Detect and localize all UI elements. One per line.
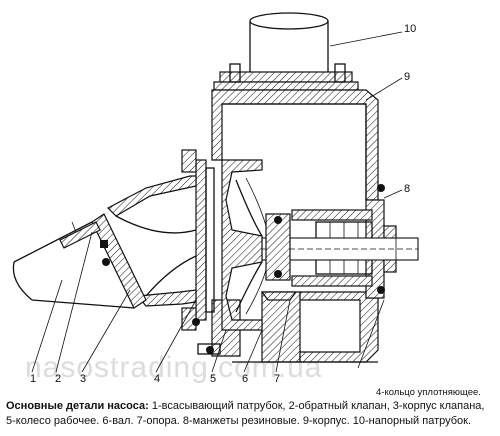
callout-5: 5 (210, 373, 216, 385)
caption-title-bold: Основные детали насоса: (6, 400, 149, 412)
callout-10: 10 (404, 23, 416, 35)
callout-7: 7 (274, 373, 280, 385)
callout-6: 6 (242, 373, 248, 385)
base-bolts (192, 318, 221, 355)
caption-title: Основные детали насоса: 1-всасывающий па… (6, 400, 484, 412)
callout-4: 4 (154, 373, 160, 385)
support (260, 213, 298, 301)
impeller (221, 159, 267, 331)
sealing-ring (181, 149, 215, 331)
valve-housing (106, 175, 197, 307)
seal-note: 4-кольцо уплотняющее. (376, 387, 481, 398)
discharge-pipe (213, 12, 359, 91)
pump-section-drawing: nasostrading.com.ua (12, 12, 419, 385)
caption-line-2: 5-колесо рабочее. 6-вал. 7-опора. 8-манж… (6, 415, 472, 427)
suction-pipe (12, 221, 135, 309)
caption-title-rest: 1-всасывающий патрубок, 2-обратный клапа… (148, 400, 485, 412)
check-valve (91, 213, 147, 309)
callout-1: 1 (30, 373, 36, 385)
callout-2: 2 (55, 373, 61, 385)
callout-3: 3 (80, 373, 86, 385)
callout-8: 8 (404, 183, 410, 195)
callout-9: 9 (404, 71, 410, 83)
leader-lines (31, 31, 403, 373)
